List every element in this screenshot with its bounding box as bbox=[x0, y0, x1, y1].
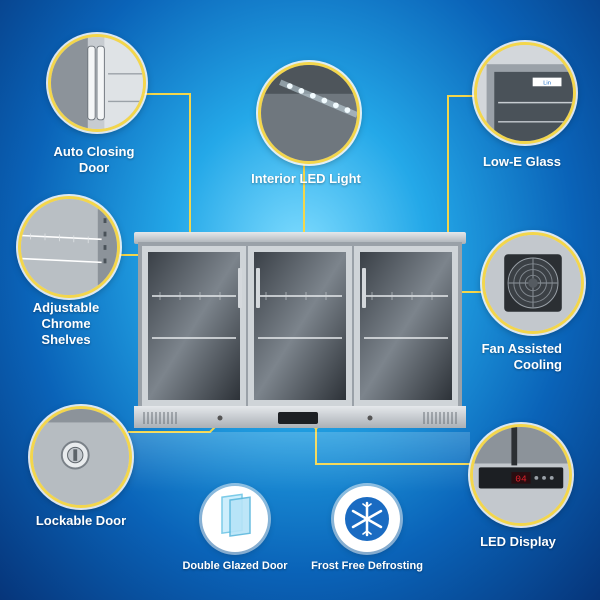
door-left bbox=[142, 246, 246, 406]
auto-closing-door-photo bbox=[48, 34, 146, 132]
snowflake-icon bbox=[334, 486, 400, 552]
adjustable-chrome-shelves-photo bbox=[18, 196, 120, 298]
door-middle bbox=[248, 246, 352, 406]
low-e-glass-photo: Lin bbox=[474, 42, 576, 144]
double-glazed-door-icon bbox=[202, 486, 268, 552]
svg-text:04: 04 bbox=[515, 474, 527, 485]
double-glazed-door-label: Double Glazed Door bbox=[182, 560, 288, 572]
door-right bbox=[354, 246, 458, 406]
fridge-reflection bbox=[130, 432, 470, 492]
svg-text:Lin: Lin bbox=[543, 80, 551, 86]
interior-led-light-photo bbox=[258, 62, 360, 164]
low-e-glass-label: Low-E Glass bbox=[482, 154, 562, 169]
led-display-label: LED Display bbox=[480, 534, 556, 549]
auto-closing-door-label: Auto Closing Door bbox=[53, 144, 135, 175]
frost-free-defrosting-label: Frost Free Defrosting bbox=[311, 560, 423, 572]
fan-assisted-cooling-label: Fan Assisted Cooling bbox=[481, 341, 562, 372]
fridge-display-panel bbox=[278, 412, 318, 424]
lockable-door-label: Lockable Door bbox=[35, 513, 127, 528]
adjustable-chrome-shelves-label: Adjustable Chrome Shelves bbox=[32, 300, 100, 347]
fan-assisted-cooling-photo bbox=[482, 232, 584, 334]
interior-led-light-label: Interior LED Light bbox=[251, 171, 361, 186]
back-bar-fridge-illustration bbox=[134, 232, 466, 428]
lockable-door-photo bbox=[30, 406, 132, 508]
led-display-photo: 04 bbox=[470, 424, 572, 526]
